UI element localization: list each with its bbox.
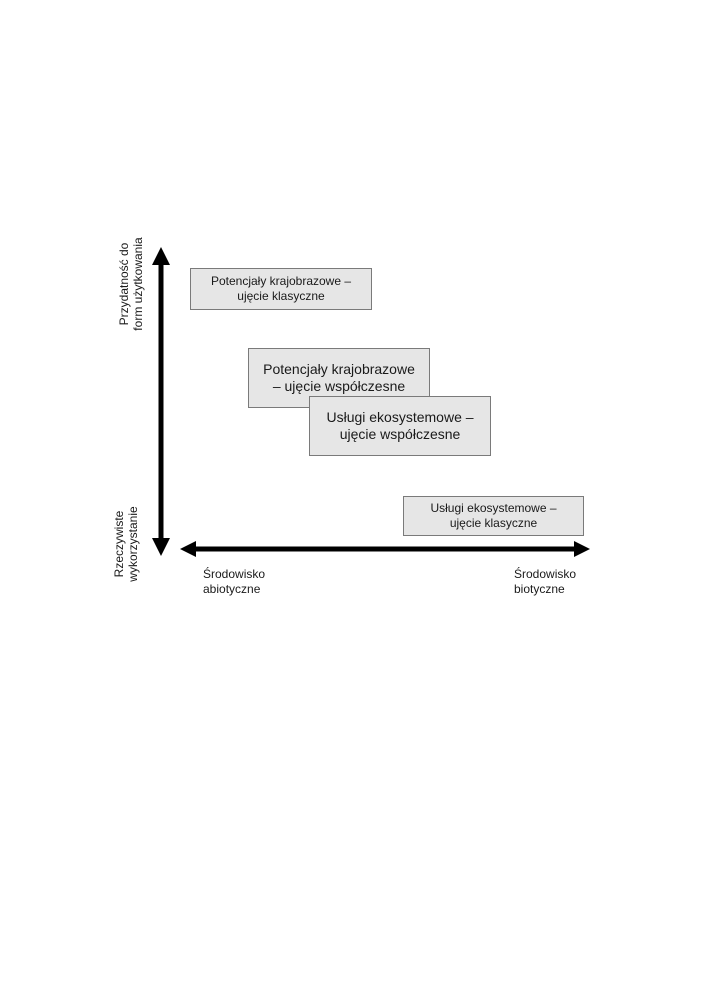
vertical-axis-up-arrowhead	[152, 247, 170, 265]
horizontal-axis-left-arrowhead	[180, 541, 196, 557]
landscape-potentials-classic-box: Potencjały krajobrazowe – ujęcie klasycz…	[190, 268, 372, 310]
landscape-potentials-modern-text: Potencjały krajobrazowe – ujęcie współcz…	[263, 360, 415, 395]
ecosystem-services-classic-box: Usługi ekosystemowe – ujęcie klasyczne	[403, 496, 584, 536]
x-axis-left-label: Środowisko abiotyczne	[203, 567, 266, 596]
y-axis-top-label: Przydatność do form użytkowania	[117, 237, 146, 331]
ecosystem-services-modern-text: Usługi ekosystemowe – ujęcie współczesne	[326, 408, 474, 443]
x-axis-right-label: Środowisko biotyczne	[514, 567, 577, 596]
landscape-potentials-classic-text: Potencjały krajobrazowe – ujęcie klasycz…	[210, 274, 352, 303]
horizontal-axis-right-arrowhead	[574, 541, 590, 557]
landscape-potentials-modern-box: Potencjały krajobrazowe – ujęcie współcz…	[248, 348, 430, 408]
ecosystem-services-modern-box: Usługi ekosystemowe – ujęcie współczesne	[309, 396, 491, 456]
ecosystem-services-classic-text: Usługi ekosystemowe – ujęcie klasyczne	[430, 501, 557, 530]
y-axis-bottom-label: Rzeczywiste wykorzystanie	[112, 506, 141, 582]
vertical-axis-down-arrowhead	[152, 538, 170, 556]
